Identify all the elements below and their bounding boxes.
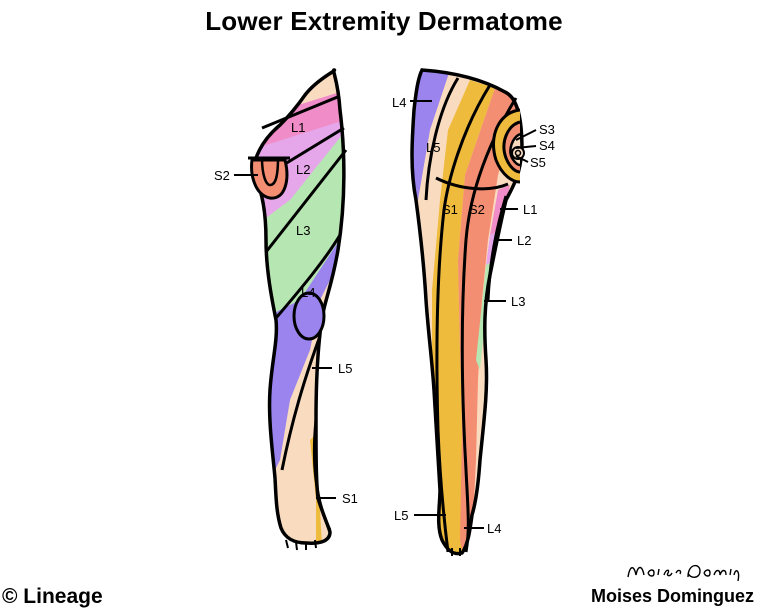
label-back-l2: L2 (517, 233, 531, 248)
s2-region (250, 158, 289, 200)
label-back-s4: S4 (539, 138, 555, 153)
author-signature (627, 564, 740, 582)
label-back-l5-foot: L5 (394, 508, 408, 523)
label-front-s1: S1 (342, 491, 358, 506)
label-front-l2: L2 (296, 162, 310, 177)
back-leg (410, 68, 525, 556)
label-front-l4: L4 (301, 285, 315, 300)
label-back-l1: L1 (523, 202, 537, 217)
front-leg (248, 68, 348, 551)
label-front-l3: L3 (296, 223, 310, 238)
front-labels: S2 L1 L2 L3 L4 L5 S1 (214, 120, 358, 506)
label-back-l4-top: L4 (392, 95, 406, 110)
label-back-s3: S3 (539, 122, 555, 137)
label-back-s1: S1 (442, 202, 458, 217)
diagram-title: Lower Extremity Dermatome (205, 6, 563, 36)
label-back-l5: L5 (426, 140, 440, 155)
label-back-l3: L3 (511, 294, 525, 309)
author-name: Moises Dominguez (590, 586, 754, 606)
label-back-s2: S2 (469, 202, 485, 217)
label-front-l5: L5 (338, 361, 352, 376)
back-labels: L4 L5 S3 S4 S5 S1 S2 L1 L2 L3 L5 L4 (392, 95, 555, 536)
label-back-l4-foot: L4 (487, 521, 501, 536)
label-front-l1: L1 (291, 120, 305, 135)
label-front-s2: S2 (214, 168, 230, 183)
copyright-label: © Lineage (2, 585, 103, 608)
label-back-s5: S5 (530, 155, 546, 170)
